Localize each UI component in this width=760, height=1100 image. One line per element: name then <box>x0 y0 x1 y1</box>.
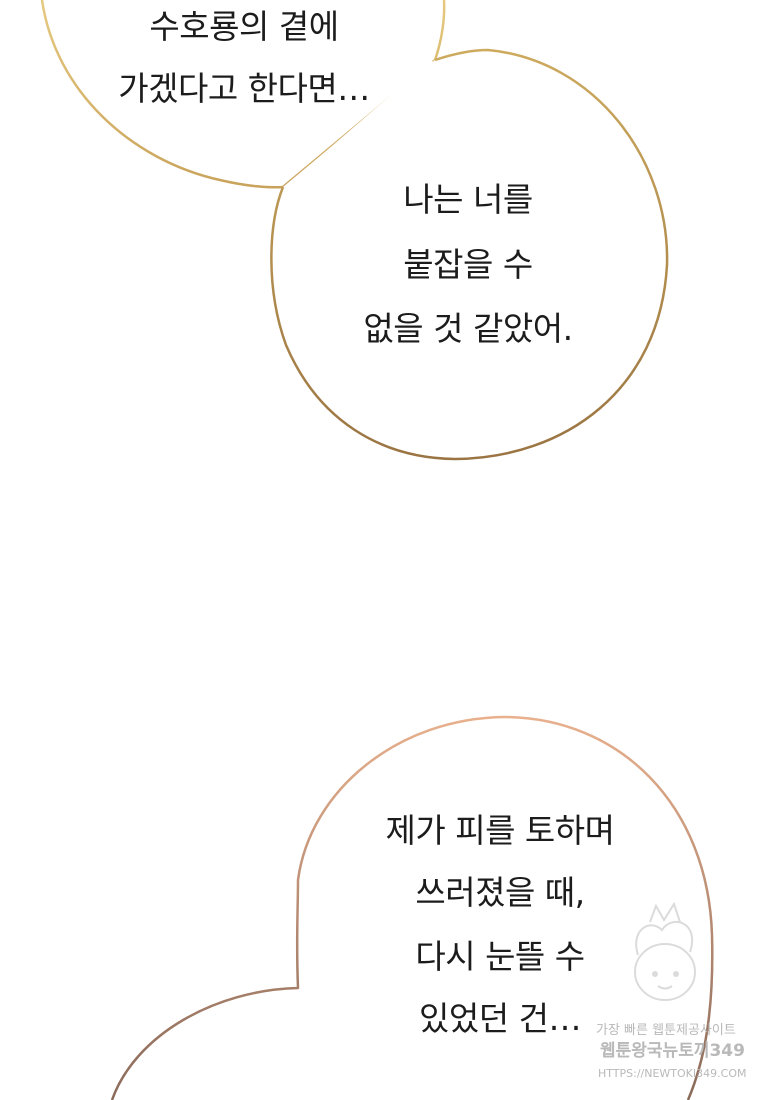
dialogue-line: 없을 것 같았어. <box>363 309 573 348</box>
watermark-line: 가장 빠른 웹툰제공사이트 <box>596 1023 736 1038</box>
dialogue-line: 다시 눈뜰 수 <box>415 937 585 976</box>
site-watermark: 가장 빠른 웹툰제공사이트 웹툰왕국뉴토끼349 HTTPS://NEWTOKI… <box>590 900 746 1090</box>
dialogue-line: 붙잡을 수 <box>403 245 533 284</box>
mascot-logo-icon <box>634 901 696 1001</box>
dialogue-line: 있었던 건… <box>419 999 581 1038</box>
dialogue-line: 수호룡의 곁에 <box>149 7 339 46</box>
dialogue-line: 나는 너를 <box>403 180 533 219</box>
speech-bubble-bottom <box>110 715 714 1100</box>
speech-bubble-top <box>40 0 446 189</box>
watermark-line: HTTPS://NEWTOKI349.COM <box>598 1067 747 1080</box>
dialogue-line: 가겠다고 한다면… <box>118 69 370 108</box>
speech-bubble-middle <box>270 48 669 461</box>
dialogue-line: 제가 피를 토하며 <box>385 811 616 850</box>
watermark-line: 웹툰왕국뉴토끼349 <box>600 1041 745 1061</box>
dialogue-line: 쓰러졌을 때, <box>415 873 585 912</box>
